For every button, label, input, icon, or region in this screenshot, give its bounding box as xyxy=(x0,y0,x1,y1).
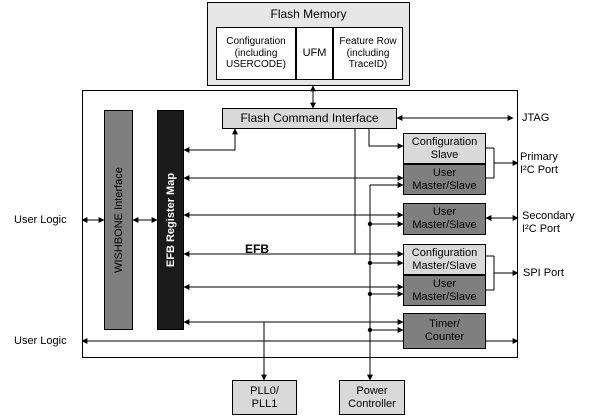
spi-user-master-slave-block: User Master/Slave xyxy=(403,275,486,306)
secondary-user-master-slave-block: User Master/Slave xyxy=(403,203,486,235)
configuration-slave-block: Configuration Slave xyxy=(403,133,486,164)
wishbone-interface-label: WISHBONE Interface xyxy=(112,167,125,273)
flash-feature-row-cell: Feature Row (including TraceID) xyxy=(333,27,403,80)
user-logic-label-1: User Logic xyxy=(14,214,67,226)
spi-port-label: SPI Port xyxy=(523,267,564,279)
power-controller-block: Power Controller xyxy=(339,380,405,415)
spi-configuration-master-slave-block: Configuration Master/Slave xyxy=(403,244,486,275)
jtag-label: JTAG xyxy=(522,112,550,124)
wishbone-interface-block: WISHBONE Interface xyxy=(104,110,133,330)
timer-counter-block: Timer/ Counter xyxy=(403,313,486,349)
efb-container xyxy=(82,90,518,358)
efb-label: EFB xyxy=(245,242,269,256)
primary-user-master-slave-block: User Master/Slave xyxy=(403,164,486,195)
pll-block: PLL0/ PLL1 xyxy=(232,380,297,415)
flash-ufm-cell: UFM xyxy=(296,27,333,80)
flash-configuration-cell: Configuration (including USERCODE) xyxy=(216,27,296,80)
efb-register-map-label: EFB Register Map xyxy=(164,172,177,268)
flash-memory-block: Flash Memory Configuration (including US… xyxy=(207,2,410,86)
user-logic-label-2: User Logic xyxy=(14,335,67,347)
primary-i2c-port-label: Primary I²C Port xyxy=(520,151,558,176)
flash-memory-title: Flash Memory xyxy=(270,7,347,21)
secondary-i2c-port-label: Secondary I²C Port xyxy=(522,210,575,235)
efb-register-map-block: EFB Register Map xyxy=(157,110,184,330)
flash-command-interface-block: Flash Command Interface xyxy=(222,108,397,129)
